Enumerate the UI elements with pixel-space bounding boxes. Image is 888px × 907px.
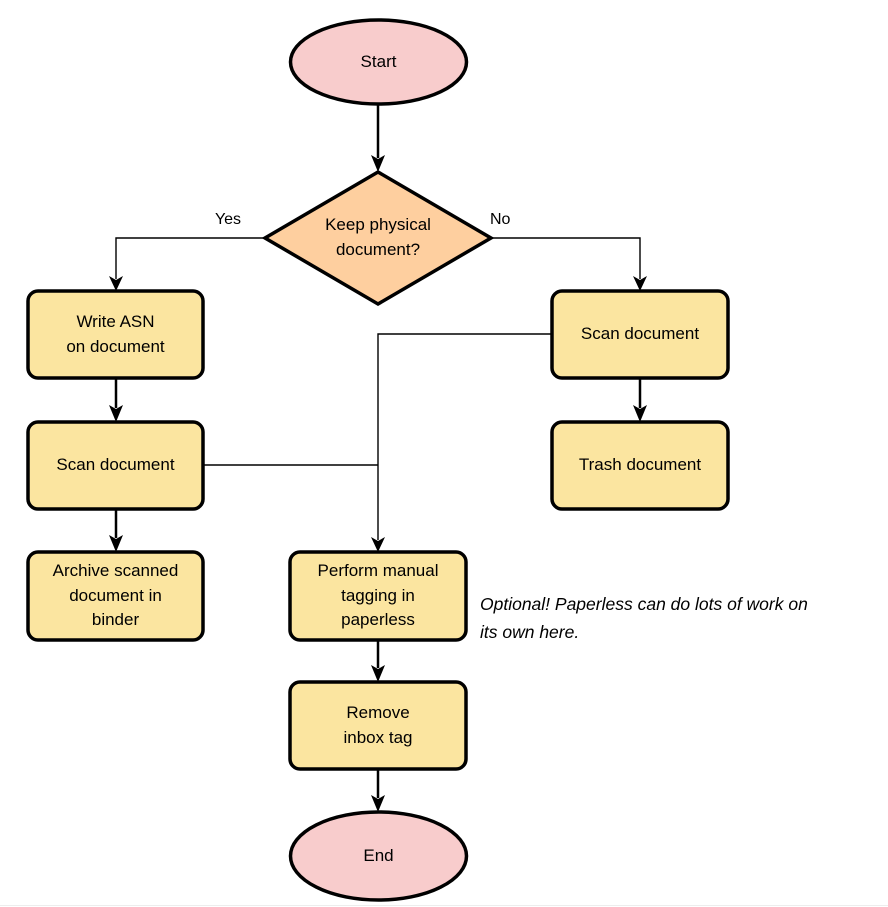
- edge-scanright-to-tagging: [377, 333, 552, 540]
- arrowhead-tagging-to-remove: [371, 665, 385, 682]
- node-archive: [26, 550, 205, 642]
- bottom-divider: [0, 905, 888, 906]
- node-write-asn: [26, 289, 205, 380]
- node-decision: [261, 169, 495, 307]
- node-tagging: [288, 550, 468, 642]
- arrowhead-decision-yes: [109, 276, 123, 291]
- node-trash: [550, 420, 730, 511]
- arrowhead-scanright-to-trash: [633, 405, 647, 422]
- arrowhead-merge-to-tagging: [371, 537, 385, 552]
- arrowhead-remove-to-end: [371, 795, 385, 812]
- node-end: [288, 810, 469, 902]
- arrowhead-start-to-decision: [371, 155, 385, 172]
- arrowhead-scanleft-to-archive: [109, 535, 123, 552]
- edge-decision-yes: [115, 237, 265, 279]
- node-scan-left: [26, 420, 205, 511]
- node-start: [288, 18, 469, 106]
- optional-annotation: Optional! Paperless can do lots of work …: [480, 594, 808, 642]
- node-scan-right: [550, 289, 730, 380]
- arrowhead-writeasn-to-scanleft: [109, 405, 123, 422]
- arrowhead-decision-no: [633, 276, 647, 291]
- edge-decision-no: [491, 237, 641, 279]
- node-remove-inbox: [288, 680, 468, 771]
